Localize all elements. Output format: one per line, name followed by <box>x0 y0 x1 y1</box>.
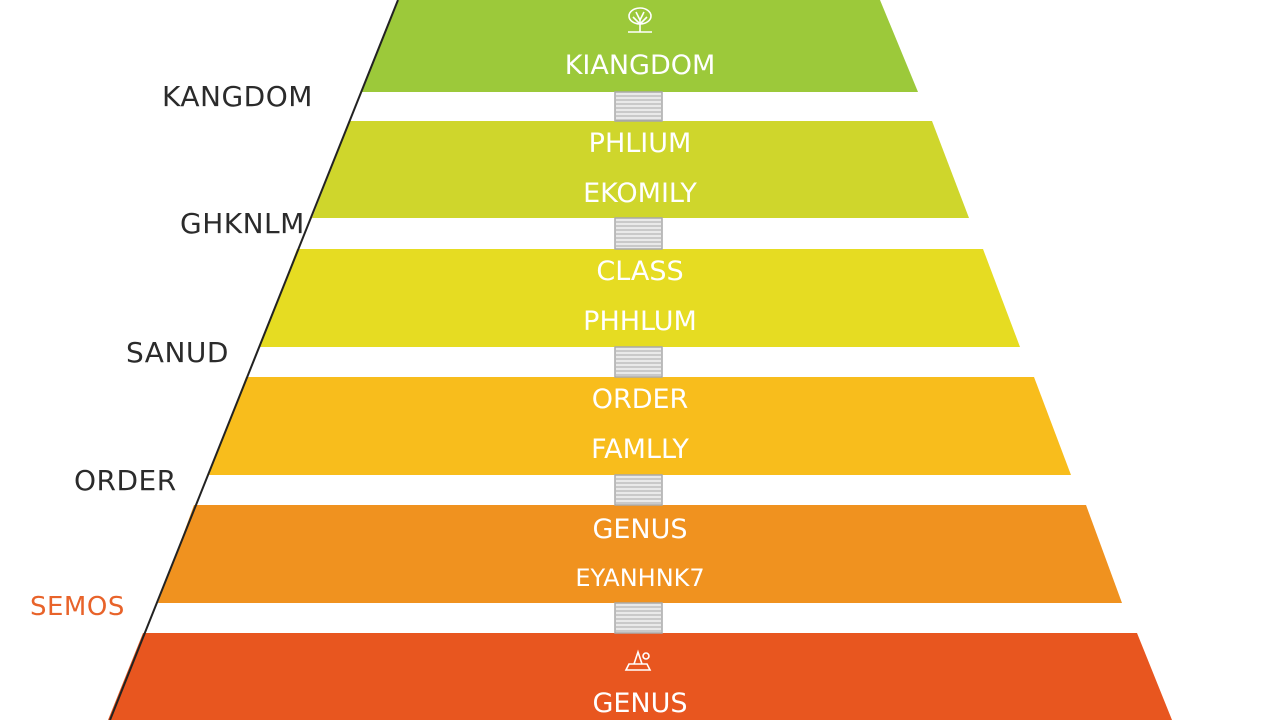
band-5-line-2: EYANHNK7 <box>575 564 705 592</box>
band-connector-3 <box>614 346 663 378</box>
band-3-line-2: PHHLUM <box>583 306 697 337</box>
side-label-class: SANUD <box>126 336 229 369</box>
band-2-line-1: PHLIUM <box>588 128 692 159</box>
band-connector-2 <box>614 217 663 250</box>
pyramid-band-5 <box>158 505 1122 603</box>
side-label-order: ORDER <box>74 464 177 497</box>
band-6-line-1: GENUS <box>592 688 688 719</box>
band-4-line-2: FAMLLY <box>591 434 689 465</box>
pyramid-band-3 <box>260 249 1020 347</box>
side-label-kingdom: KANGDOM <box>162 80 313 113</box>
tree-icon <box>628 7 652 33</box>
band-1-line-1: KIANGDOM <box>564 50 716 81</box>
pyramid-band-2 <box>312 121 969 218</box>
pyramid-left-edge <box>109 0 399 720</box>
band-4-line-1: ORDER <box>591 384 689 415</box>
side-label-genus: SEMOS <box>30 592 125 622</box>
band-connector-1 <box>614 91 663 122</box>
pyramid-band-1 <box>362 0 918 92</box>
band-connector-4 <box>614 474 663 506</box>
band-connector-5 <box>614 602 663 634</box>
band-2-line-2: EKOMILY <box>583 178 697 209</box>
band-5-line-1: GENUS <box>592 514 688 545</box>
lamp-icon <box>624 649 652 671</box>
side-label-phylum: GHKNLM <box>180 207 305 240</box>
band-3-line-1: CLASS <box>596 256 684 287</box>
pyramid-band-4 <box>209 377 1071 475</box>
pyramid-band-6 <box>108 633 1172 720</box>
